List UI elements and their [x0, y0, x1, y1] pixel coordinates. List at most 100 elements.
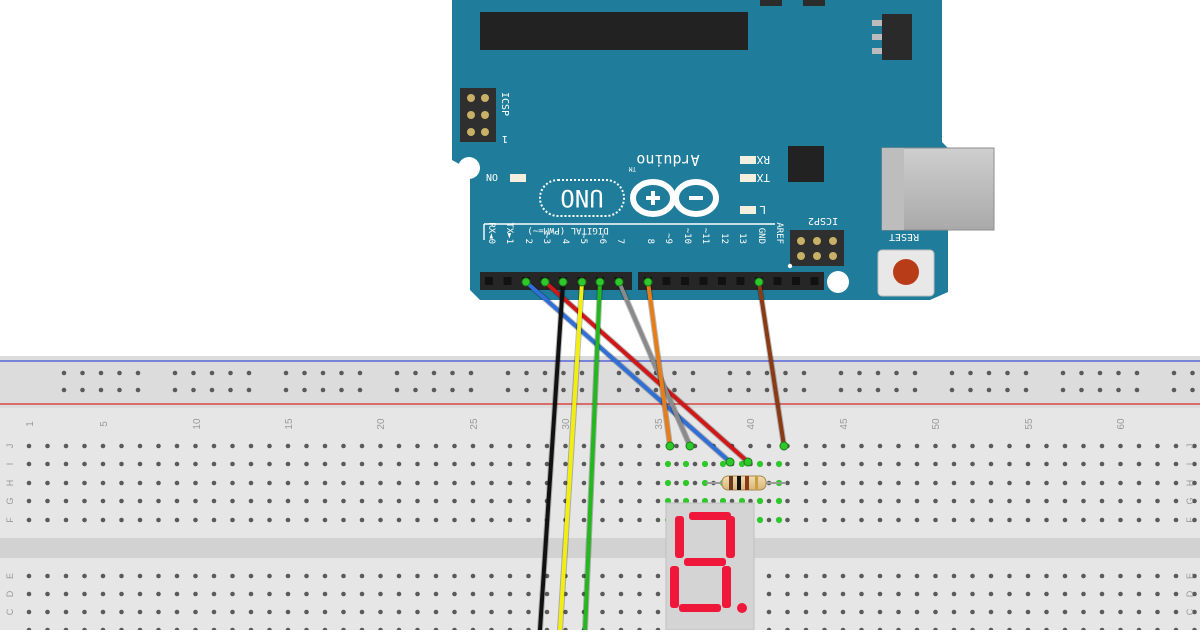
- grid-hole: [859, 573, 864, 579]
- grid-hole: [803, 573, 809, 579]
- rail-hole: [505, 370, 511, 376]
- row-letter: J: [1185, 444, 1195, 449]
- grid-hole: [840, 461, 846, 467]
- wires: [523, 279, 787, 633]
- rail-hole: [80, 370, 85, 376]
- grid-hole: [840, 480, 846, 486]
- grid-hole: [470, 591, 476, 597]
- row-letter: F: [5, 517, 15, 523]
- wire-end: [521, 277, 531, 287]
- grid-hole: [655, 609, 661, 615]
- grid-hole: [1081, 591, 1086, 597]
- grid-hole: [618, 461, 624, 467]
- pin-label: ~11: [700, 228, 710, 244]
- grid-hole: [267, 573, 272, 579]
- grid-hole: [137, 517, 143, 523]
- grid-hole: [1173, 443, 1179, 449]
- grid-hole: [1173, 609, 1179, 615]
- grid-hole: [729, 498, 735, 504]
- grid-hole: [933, 461, 938, 467]
- grid-hole: [988, 498, 994, 504]
- grid-hole: [1081, 480, 1086, 486]
- grid-hole: [193, 517, 198, 523]
- grid-hole: [137, 443, 143, 449]
- grid-hole: [452, 443, 457, 449]
- grid-hole: [470, 480, 476, 486]
- resistor: [706, 475, 786, 491]
- grid-hole: [859, 591, 864, 597]
- grid-hole: [285, 573, 291, 579]
- grid-hole: [415, 443, 420, 449]
- connected-hole: [775, 516, 783, 524]
- grid-hole: [433, 573, 439, 579]
- grid-hole: [100, 461, 106, 467]
- grid-hole: [63, 609, 69, 615]
- grid-hole: [803, 609, 809, 615]
- grid-hole: [156, 517, 161, 523]
- grid-hole: [230, 609, 235, 615]
- grid-hole: [378, 480, 383, 486]
- grid-hole: [63, 591, 69, 597]
- grid-hole: [877, 480, 883, 486]
- grid-hole: [822, 609, 827, 615]
- column-number: 55: [1024, 418, 1035, 430]
- wire-end: [595, 277, 605, 287]
- grid-hole: [674, 498, 679, 504]
- column-number: 60: [1116, 418, 1127, 430]
- grid-hole: [1099, 498, 1105, 504]
- grid-hole: [100, 517, 106, 523]
- grid-hole: [618, 443, 624, 449]
- rail-hole: [1116, 370, 1121, 376]
- grid-hole: [1044, 461, 1049, 467]
- grid-hole: [322, 443, 328, 449]
- column-number: 35: [654, 418, 665, 430]
- grid-hole: [470, 573, 476, 579]
- header-pin: [773, 277, 782, 285]
- grid-hole: [951, 609, 957, 615]
- rail-hole: [135, 370, 141, 376]
- column-number: 40: [746, 418, 757, 430]
- icsp-pin1-label: 1: [502, 133, 508, 144]
- grid-hole: [840, 573, 846, 579]
- row-letter: H: [1185, 480, 1195, 487]
- grid-hole: [1025, 573, 1031, 579]
- grid-hole: [100, 498, 106, 504]
- grid-hole: [618, 498, 624, 504]
- grid-hole: [970, 573, 975, 579]
- grid-hole: [692, 498, 698, 504]
- rail-hole: [1190, 370, 1195, 376]
- grid-hole: [544, 609, 550, 615]
- rail-hole: [561, 370, 566, 376]
- grid-hole: [489, 461, 494, 467]
- rail-hole: [228, 387, 233, 393]
- grid-hole: [1099, 480, 1105, 486]
- grid-hole: [211, 573, 217, 579]
- rail-hole: [690, 387, 696, 393]
- grid-hole: [1099, 573, 1105, 579]
- grid-hole: [359, 591, 365, 597]
- header-pin: [681, 277, 689, 285]
- header-pin: [736, 277, 745, 285]
- reset-button[interactable]: RESET: [877, 231, 935, 297]
- grid-hole: [248, 498, 254, 504]
- grid-hole: [415, 591, 420, 597]
- grid-hole: [896, 443, 901, 449]
- grid-hole: [803, 461, 809, 467]
- grid-hole: [655, 591, 661, 597]
- grid-hole: [877, 498, 883, 504]
- grid-hole: [637, 517, 642, 523]
- rail-hole: [1005, 387, 1010, 393]
- grid-hole: [563, 443, 568, 449]
- grid-hole: [1007, 443, 1012, 449]
- grid-hole: [674, 461, 679, 467]
- grid-hole: [304, 609, 309, 615]
- grid-hole: [507, 573, 513, 579]
- grid-hole: [655, 498, 661, 504]
- header-pin: [792, 277, 800, 285]
- grid-hole: [119, 443, 124, 449]
- grid-hole: [1136, 443, 1142, 449]
- grid-hole: [1155, 591, 1160, 597]
- grid-hole: [452, 498, 457, 504]
- rail-hole: [339, 387, 344, 393]
- grid-hole: [526, 591, 531, 597]
